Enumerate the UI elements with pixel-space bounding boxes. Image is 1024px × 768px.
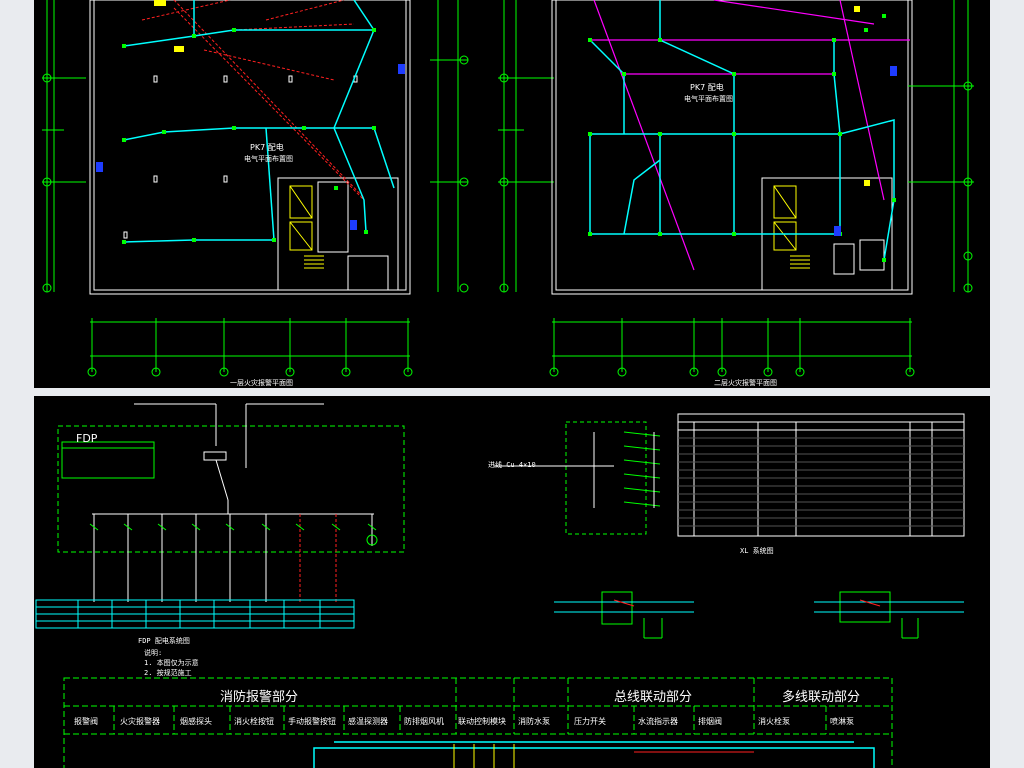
group-title-bus-linkage: 总线联动部分 <box>614 690 693 705</box>
group-title-multiline: 多线联动部分 <box>782 690 861 705</box>
control-item: 联动控制模块 <box>458 717 506 726</box>
control-item: 排烟阀 <box>698 717 722 726</box>
control-item: 烟感探头 <box>180 717 212 726</box>
panel-caption: FDP 配电系统图 <box>138 637 190 645</box>
system-diagram-sheet: FDP FDP 配电系统图 进线 Cu 4×10 XL 系统图 说明: 1. 本… <box>34 396 990 768</box>
left-floor-plan <box>42 0 469 377</box>
right-floor-plan <box>498 0 974 377</box>
control-item: 手动报警按钮 <box>288 717 336 726</box>
control-item: 消防水泵 <box>518 717 550 726</box>
left-room-label: PK7 配电 <box>250 143 284 152</box>
control-item: 水流指示器 <box>638 717 678 726</box>
right-room-label: PK7 配电 <box>690 83 724 92</box>
floor-plans-sheet: PK7 配电 电气平面布置图 一层火灾报警平面图 PK7 配电 电气平面布置图 … <box>34 0 990 388</box>
left-plan-caption: 一层火灾报警平面图 <box>230 379 293 387</box>
schedule-caption: XL 系统图 <box>740 547 774 555</box>
control-item: 消火栓泵 <box>758 717 790 726</box>
panel-title: FDP <box>76 432 98 445</box>
control-item: 报警阀 <box>74 717 98 726</box>
right-plan-caption: 二层火灾报警平面图 <box>714 379 777 387</box>
left-room-sub: 电气平面布置图 <box>244 155 293 163</box>
panel-notes: 说明: 1. 本图仅为示意 2. 按规范施工 <box>144 648 199 678</box>
group-title-fire-alarm: 消防报警部分 <box>220 690 299 705</box>
panel-note: 1. 本图仅为示意 <box>144 659 199 667</box>
control-item: 防排烟风机 <box>404 717 444 726</box>
floor-plans-drawing <box>42 0 974 377</box>
right-room-sub: 电气平面布置图 <box>684 95 733 103</box>
control-item: 消火栓按钮 <box>234 717 274 726</box>
control-item: 火灾报警器 <box>120 717 160 726</box>
system-diagram-drawing <box>35 403 965 768</box>
control-item: 感温探测器 <box>348 717 388 726</box>
control-item: 喷淋泵 <box>830 717 854 726</box>
panel-note: 说明: <box>144 649 163 657</box>
control-item: 压力开关 <box>574 717 606 726</box>
panel-note: 2. 按规范施工 <box>144 669 192 677</box>
incoming-label: 进线 Cu 4×10 <box>488 461 536 469</box>
